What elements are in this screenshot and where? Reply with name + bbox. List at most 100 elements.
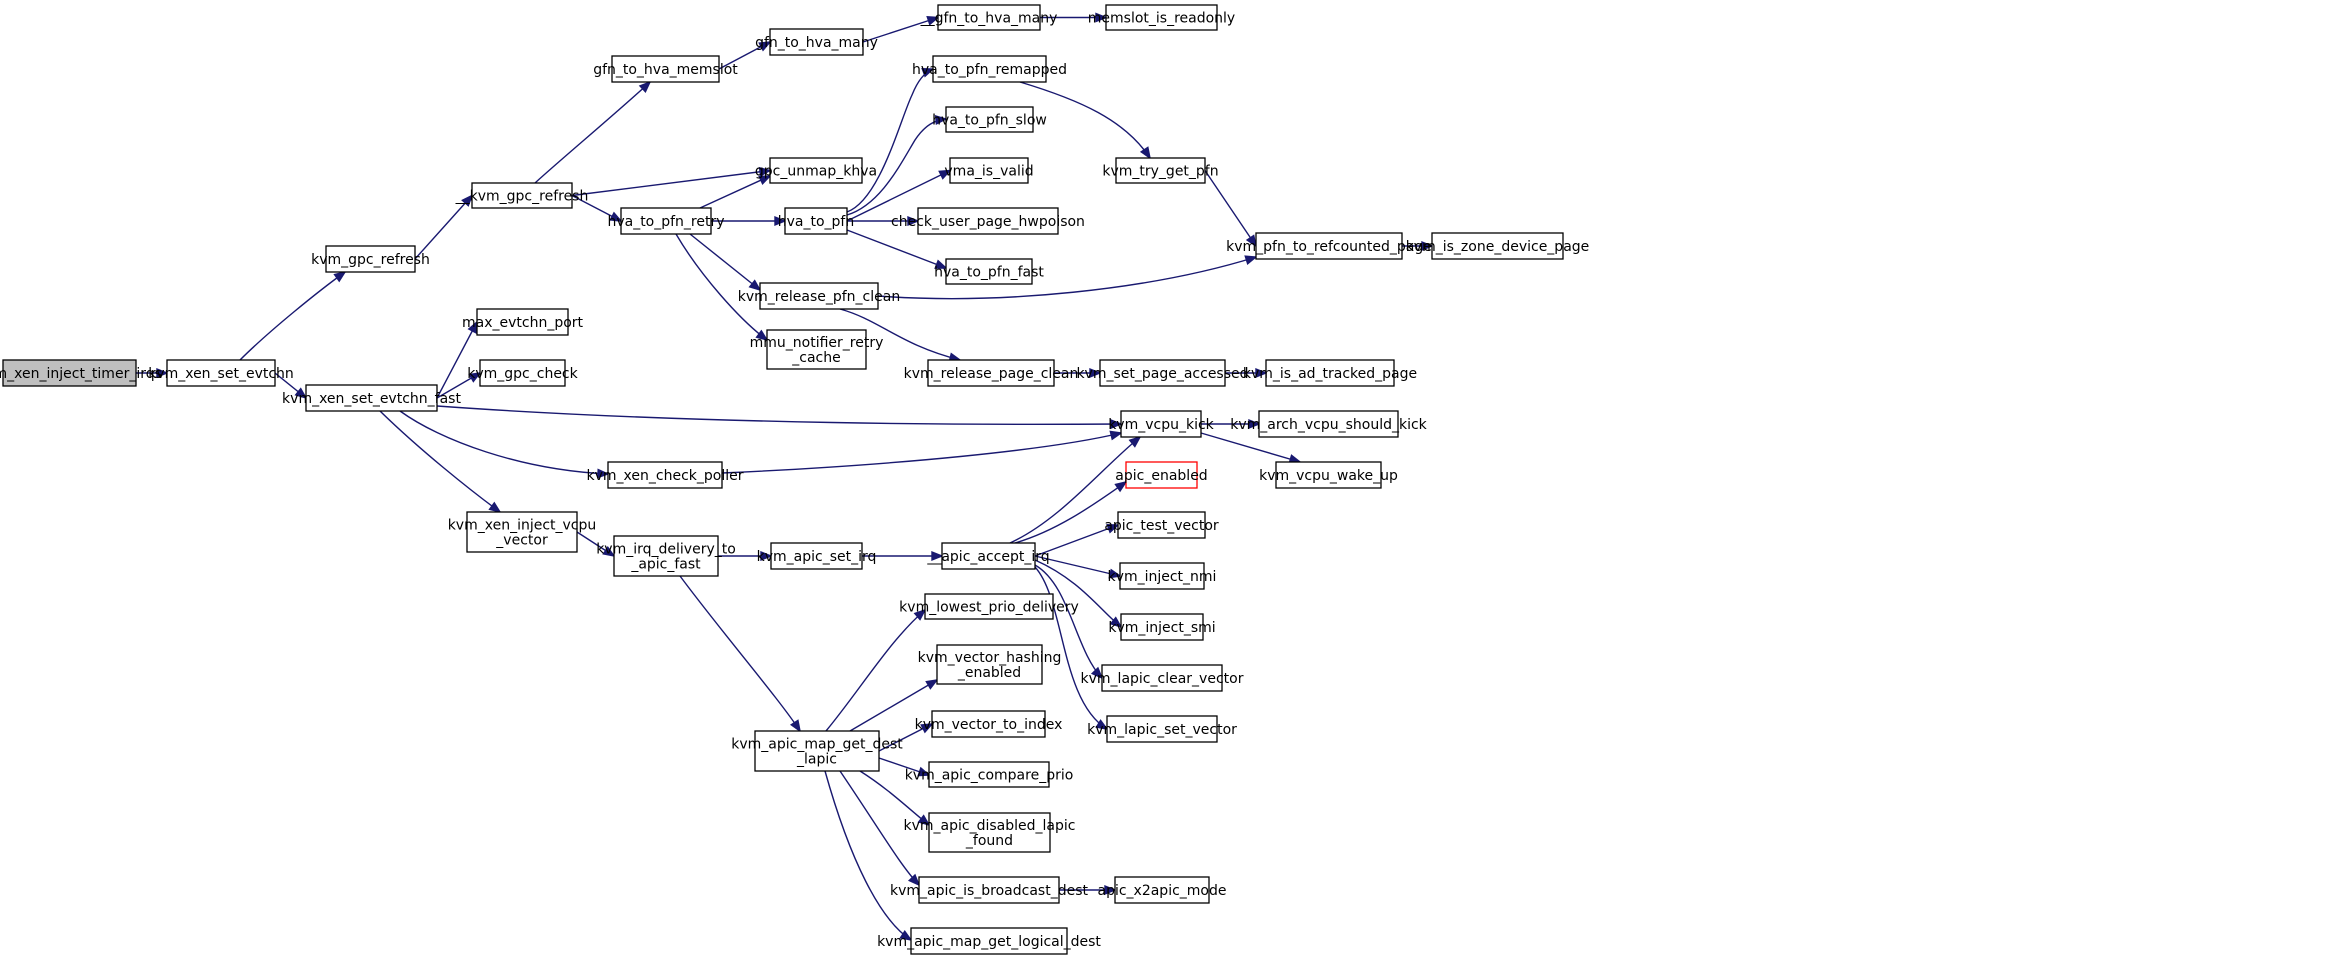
node-box: [471, 182, 573, 209]
node-kvm-arch-vcpu-should-kick[interactable]: kvm_arch_vcpu_should_kick: [1230, 410, 1428, 438]
node-kvm-apic-map-get-dest-lapic[interactable]: kvm_apic_map_get_dest_lapic: [731, 730, 903, 772]
node-hva-to-pfn-remapped[interactable]: hva_to_pfn_remapped: [912, 55, 1067, 83]
node-kvm-apic-set-irq[interactable]: kvm_apic_set_irq: [757, 542, 877, 570]
node-kvm-apic-is-broadcast-dest[interactable]: kvm_apic_is_broadcast_dest: [890, 876, 1088, 904]
node-box: [770, 542, 863, 570]
node-hva-to-pfn-retry[interactable]: hva_to_pfn_retry: [607, 207, 725, 235]
node-apic-test-vector[interactable]: apic_test_vector: [1104, 511, 1219, 539]
arrowhead: [1095, 719, 1109, 730]
node-hva-to-pfn-fast[interactable]: hva_to_pfn_fast: [934, 258, 1044, 285]
node-kvm-lowest-prio-delivery[interactable]: kvm_lowest_prio_delivery: [899, 593, 1079, 620]
edge-line: [1009, 436, 1141, 544]
arrowhead: [899, 929, 913, 942]
edge-line: [699, 175, 771, 209]
node-label: kvm_lowest_prio_delivery: [899, 600, 1079, 616]
node-label: max_evtchn_port: [462, 315, 584, 331]
node-box: [1101, 664, 1223, 692]
node-kvm-lapic-set-vector[interactable]: kvm_lapic_set_vector: [1087, 715, 1237, 743]
node-label: vma_is_valid: [944, 164, 1033, 180]
node-box: [305, 384, 438, 412]
node-kvm-apic-disabled-lapic-found[interactable]: kvm_apic_disabled_lapic_found: [904, 812, 1076, 853]
node-kvm-inject-nmi[interactable]: kvm_inject_nmi: [1108, 562, 1217, 590]
node-kvm-is-zone-device-page[interactable]: kvm_is_zone_device_page: [1406, 232, 1590, 260]
edge-hva_to_pfn-to-hva_to_pfn_slow: [846, 114, 948, 216]
arrowhead: [333, 270, 347, 283]
node-kvm-release-pfn-clean[interactable]: kvm_release_pfn_clean: [738, 282, 900, 310]
edge-gfn_to_hva_memslot-to-gfn_to_hva_many: [718, 41, 772, 70]
arrowhead: [468, 372, 482, 383]
node-max-evtchn-port[interactable]: max_evtchn_port: [462, 308, 584, 336]
node-kvm-gpc-check[interactable]: kvm_gpc_check: [467, 359, 579, 387]
node-kvm-apic-compare-prio[interactable]: kvm_apic_compare_prio: [905, 761, 1074, 788]
arrowhead: [609, 211, 623, 222]
edge-kvm_xen_set_evtchn-to-kvm_gpc_refresh: [239, 270, 347, 361]
node-box: [620, 207, 712, 235]
edge-line: [862, 16, 939, 43]
node-kvm-xen-set-evtchn-fast[interactable]: kvm_xen_set_evtchn_fast: [282, 384, 461, 412]
node-label: __kvm_gpc_refresh: [455, 189, 589, 205]
node-kvm-is-ad-tracked-page[interactable]: kvm_is_ad_tracked_page: [1243, 359, 1417, 387]
node-kvm-gpc-refresh[interactable]: kvm_gpc_refresh: [311, 245, 430, 273]
node-label: kvm_is_ad_tracked_page: [1243, 366, 1417, 382]
node-gpc-unmap-khva[interactable]: gpc_unmap_khva: [755, 157, 877, 184]
node-box: [766, 329, 867, 370]
node-kvm-lapic-clear-vector[interactable]: kvm_lapic_clear_vector: [1081, 664, 1244, 692]
node-box: [166, 359, 276, 387]
node-kvm-irq-delivery-to-apic-fast[interactable]: kvm_irq_delivery_to_apic_fast: [596, 535, 736, 577]
edge-kvm_xen_inject_timer_irqs-to-kvm_xen_set_evtchn: [136, 367, 169, 379]
node-hva-to-pfn[interactable]: hva_to_pfn: [778, 207, 854, 235]
node-box: [613, 535, 719, 577]
edge-line: [1014, 481, 1127, 544]
node-box: [931, 710, 1046, 738]
node-vma-is-valid[interactable]: vma_is_valid: [944, 157, 1034, 184]
arrowhead: [920, 723, 934, 734]
node-apic-x2apic-mode[interactable]: apic_x2apic_mode: [1097, 876, 1227, 904]
node-kvm-inject-smi[interactable]: kvm_inject_smi: [1108, 613, 1216, 641]
node-memslot-is-readonly[interactable]: memslot_is_readonly: [1088, 4, 1235, 31]
edge-kvm_xen_set_evtchn_fast-to-kvm_xen_check_poller: [399, 410, 610, 479]
node-kvm-vcpu-kick[interactable]: kvm_vcpu_kick: [1108, 410, 1215, 438]
node-label: _lapic: [796, 752, 837, 768]
node-check-user-page-hwpoison[interactable]: check_user_page_hwpoison: [891, 207, 1085, 235]
node-hva-to-pfn-slow[interactable]: hva_to_pfn_slow: [932, 106, 1047, 133]
node-gfn-to-hva-memslot[interactable]: gfn_to_hva_memslot: [593, 55, 738, 83]
node-label: _enabled: [957, 665, 1021, 681]
node-kvm-vcpu-wake-up[interactable]: kvm_vcpu_wake_up: [1259, 461, 1398, 489]
node-kvm-apic-map-get-logical-dest[interactable]: kvm_apic_map_get_logical_dest: [877, 927, 1101, 955]
node-kvm-release-page-clean[interactable]: kvm_release_page_clean: [904, 359, 1079, 387]
edge-kvm_gpc_refresh-to-__kvm_gpc_refresh: [414, 194, 474, 260]
node-label: hva_to_pfn: [778, 214, 854, 230]
node-label: kvm_xen_check_poller: [587, 468, 744, 484]
edge-kvm_irq_delivery_to_apic_fast-to-kvm_apic_map_get_dest_lapic: [679, 575, 802, 733]
node-label: hva_to_pfn_retry: [607, 214, 724, 230]
node-kvm-vector-hashing-enabled[interactable]: kvm_vector_hashing_enabled: [918, 644, 1062, 685]
edge-line: [1019, 81, 1151, 159]
node-box: [1115, 157, 1206, 184]
node-mmu-notifier-retry-cache[interactable]: mmu_notifier_retry_cache: [750, 329, 884, 370]
node-kvm-xen-check-poller[interactable]: kvm_xen_check_poller: [587, 461, 744, 489]
node-apic-enabled[interactable]: apic_enabled: [1115, 461, 1208, 489]
node-kvm-xen-set-evtchn[interactable]: kvm_xen_set_evtchn: [148, 359, 294, 387]
edge-line: [436, 321, 478, 399]
edge-kvm_apic_map_get_dest_lapic-to-kvm_apic_is_broadcast_dest: [839, 770, 921, 887]
node-kvm-set-page-accessed[interactable]: kvm_set_page_accessed: [1076, 359, 1249, 387]
node-kvm-try-get-pfn[interactable]: kvm_try_get_pfn: [1102, 157, 1219, 184]
edge-kvm_xen_set_evtchn_fast-to-kvm_vcpu_kick: [436, 405, 1123, 430]
arrowhead: [1109, 616, 1123, 629]
arrowhead: [907, 873, 921, 887]
node-kvm-pfn-to-refcounted-page[interactable]: kvm_pfn_to_refcounted_page: [1226, 232, 1432, 260]
node-box: [1275, 461, 1382, 489]
node-gfn-to-hva-many[interactable]: gfn_to_hva_many: [755, 28, 878, 56]
node---kvm-gpc-refresh[interactable]: __kvm_gpc_refresh: [455, 182, 589, 209]
node---gfn-to-hva-many[interactable]: __gfn_to_hva_many: [920, 4, 1058, 31]
edge-kvm_apic_map_get_dest_lapic-to-kvm_apic_compare_prio: [878, 757, 931, 777]
node-label: kvm_apic_map_get_dest: [731, 737, 903, 753]
edge-hva_to_pfn_retry-to-hva_to_pfn: [711, 215, 787, 227]
node-box: [1105, 4, 1218, 31]
arrowhead: [774, 215, 787, 227]
node-box: [1114, 876, 1210, 904]
node-kvm-vector-to-index[interactable]: kvm_vector_to_index: [915, 710, 1063, 738]
node---apic-accept-irq[interactable]: __apic_accept_irq: [926, 542, 1050, 570]
node-label: kvm_xen_inject_vcpu: [448, 518, 597, 534]
node-kvm-xen-inject-vcpu-vector[interactable]: kvm_xen_inject_vcpu_vector: [448, 511, 597, 553]
